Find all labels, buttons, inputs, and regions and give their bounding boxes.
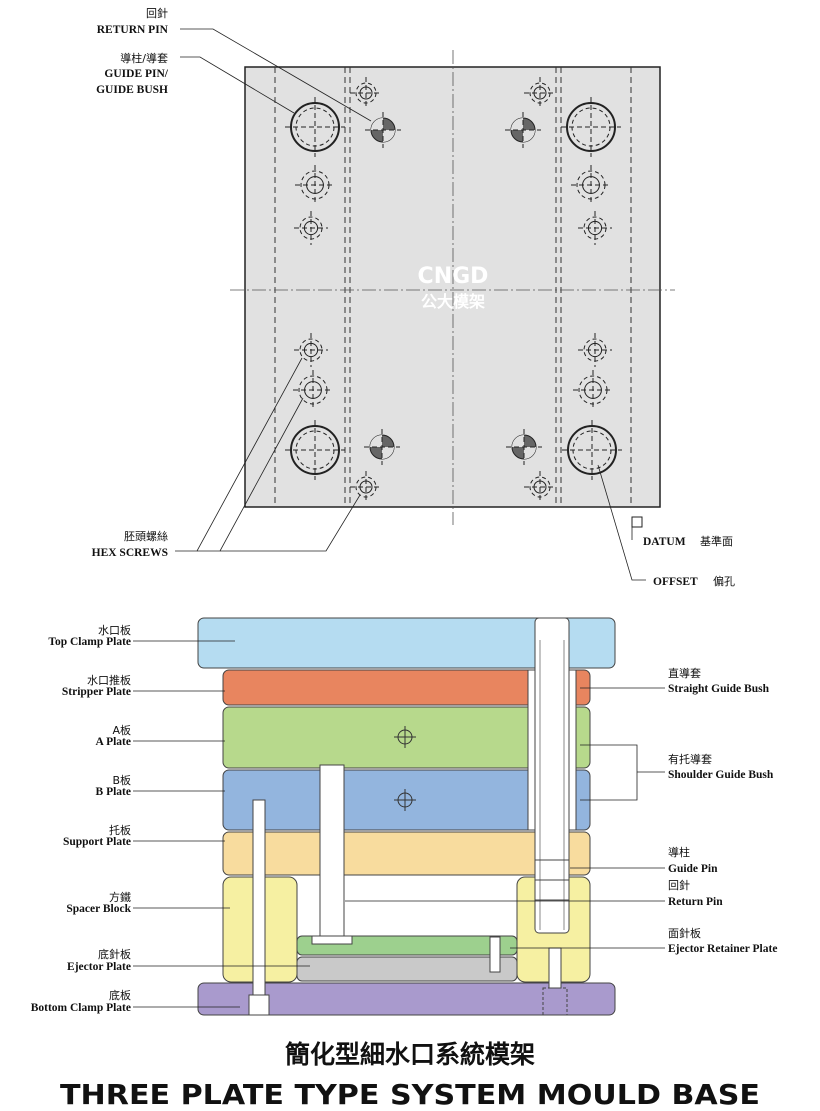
cross-marker — [394, 726, 416, 748]
guide-pin-label-2: GUIDE BUSH — [96, 84, 168, 96]
return-pin — [319, 764, 345, 938]
label-en: Ejector Plate — [67, 961, 131, 973]
cross-markers — [394, 726, 416, 811]
label-en: Stripper Plate — [62, 686, 131, 698]
hex-screws-cn: 胚頭螺絲 — [124, 529, 168, 543]
screw-hole — [578, 333, 612, 367]
support-plate — [222, 831, 591, 876]
datum-label: DATUM — [643, 536, 686, 548]
return-pin-hole — [505, 112, 541, 148]
label-cn: 有托導套 — [668, 752, 712, 766]
ejector-plate — [296, 956, 518, 982]
top-view: CNGD 公大模架 回針 RETURN PIN 導柱/導套 GUIDE PIN/… — [92, 6, 735, 588]
label-en: Guide Pin — [668, 863, 718, 875]
screw-hole — [578, 211, 612, 245]
right-label: 有托導套 Shoulder Guide Bush — [668, 752, 774, 781]
label-en: Support Plate — [63, 836, 131, 848]
label-en: Shoulder Guide Bush — [668, 769, 774, 781]
label-cn: 直導套 — [668, 666, 701, 680]
screw-ejector — [489, 936, 501, 973]
bottom-clamp-plate — [197, 982, 616, 1016]
logo-text: CNGD — [418, 264, 489, 289]
label-en: Straight Guide Bush — [668, 683, 770, 695]
label-en: Top Clamp Plate — [48, 636, 131, 648]
screw-hole — [524, 471, 556, 503]
label-cn: 底板 — [109, 988, 131, 1002]
label-cn: 回針 — [668, 878, 690, 892]
screw-hole — [571, 165, 611, 205]
offset-cn: 偏孔 — [713, 574, 735, 588]
title-cn: 簡化型細水口系統模架 — [285, 1040, 535, 1069]
guide-pin-label-1: GUIDE PIN/ — [104, 68, 168, 80]
top-clamp-plate — [197, 617, 616, 669]
datum-cn: 基準面 — [700, 534, 733, 548]
screw-hole — [350, 77, 382, 109]
label-cn: 水口推板 — [87, 673, 131, 687]
label-cn: 水口板 — [98, 623, 131, 637]
screw-hole — [294, 211, 328, 245]
label-cn: 底針板 — [98, 947, 131, 961]
offset-label: OFFSET — [653, 576, 698, 588]
label-cn: 面針板 — [668, 926, 701, 940]
screw-hole — [294, 333, 328, 367]
label-en: B Plate — [96, 786, 131, 798]
guide-pin — [534, 617, 570, 934]
right-label: 直導套 Straight Guide Bush — [580, 666, 770, 695]
left-label: A板A Plate — [96, 723, 225, 748]
return-pin-cn: 回針 — [146, 6, 168, 20]
screw-hole — [524, 77, 556, 109]
right-labels: 直導套 Straight Guide Bush 有托導套 Shoulder Guide… — [345, 666, 777, 955]
return-pin-hole — [364, 429, 400, 465]
label-cn: B板 — [112, 773, 131, 787]
stripper-plate — [222, 669, 591, 706]
screw-hole — [293, 370, 333, 410]
label-en: Spacer Block — [66, 903, 131, 915]
title-en: THREE PLATE TYPE SYSTEM MOULD BASE — [60, 1078, 760, 1111]
right-label: 面針板 Ejector Retainer Plate — [510, 926, 777, 955]
screw-hole — [350, 471, 382, 503]
right-label: 導柱 Guide Pin — [570, 845, 718, 875]
guide-bush-hole — [562, 420, 622, 480]
return-pin-hole — [506, 429, 542, 465]
screw-hole — [295, 165, 335, 205]
label-en: Bottom Clamp Plate — [31, 1002, 131, 1014]
screw-bottom — [548, 947, 562, 989]
guide-bush-hole — [561, 97, 621, 157]
label-en: Ejector Retainer Plate — [668, 943, 777, 955]
label-cn: 方鐵 — [109, 890, 131, 904]
label-cn: A板 — [112, 723, 131, 737]
screw-hole — [573, 370, 613, 410]
return-pin-label: RETURN PIN — [97, 24, 169, 36]
cross-marker — [394, 789, 416, 811]
label-en: Return Pin — [668, 896, 723, 908]
label-en: A Plate — [96, 736, 131, 748]
label-cn: 托板 — [109, 823, 131, 837]
left-label: B板B Plate — [96, 773, 225, 798]
guide-pin-cn: 導柱/導套 — [120, 51, 168, 65]
guide-bush-hole — [285, 97, 345, 157]
hex-screws-label: HEX SCREWS — [92, 547, 168, 559]
label-cn: 導柱 — [668, 845, 690, 859]
logo-cn: 公大模架 — [421, 292, 485, 311]
right-label: 回針 Return Pin — [345, 878, 723, 908]
guide-bush-hole — [285, 420, 345, 480]
holes — [285, 77, 622, 503]
return-pin-hole — [365, 112, 401, 148]
